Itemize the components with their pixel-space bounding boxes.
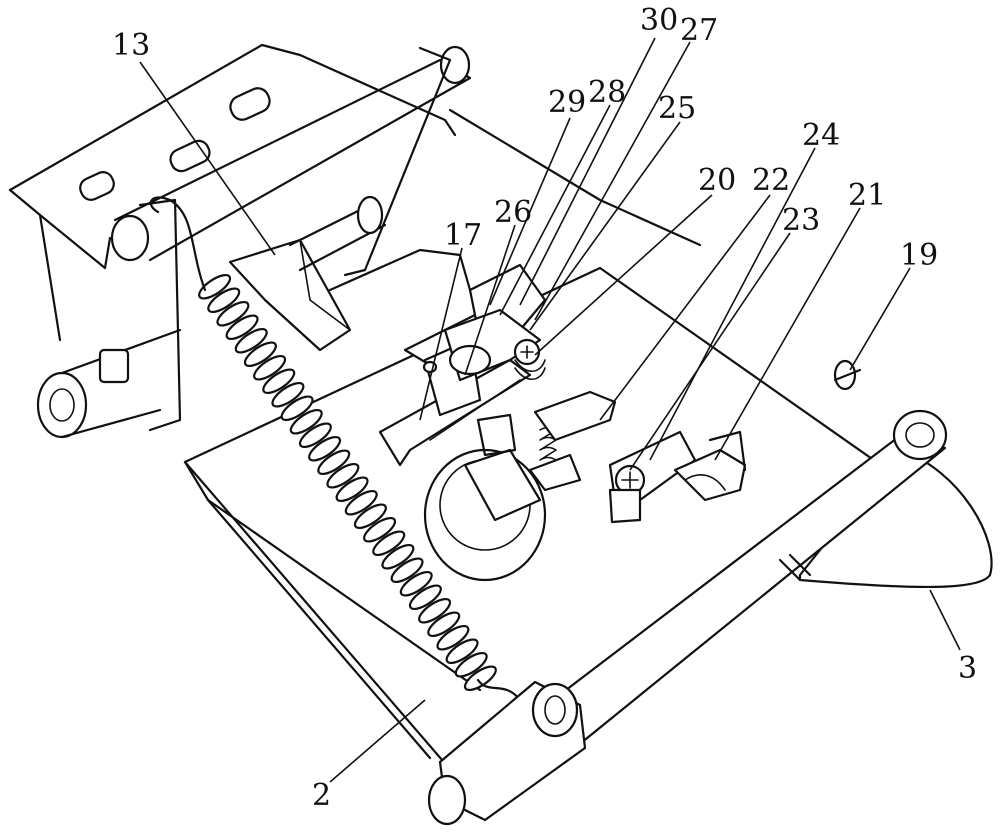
spring-coil [280, 395, 314, 422]
label-24: 24 [802, 118, 840, 153]
label-25: 25 [658, 91, 696, 126]
spring-coil [234, 327, 268, 354]
spring-coil [463, 665, 497, 692]
spring-coil [225, 314, 259, 341]
spring-hook-bottom [476, 678, 522, 702]
cam-roller [423, 413, 547, 582]
label-26: 26 [494, 195, 532, 230]
label-22: 22 [752, 163, 790, 198]
spring-coil [253, 354, 287, 381]
label-30: 30 [640, 3, 678, 38]
spring-coil [207, 287, 241, 314]
right-cam-plate [798, 359, 993, 589]
spring-coil [390, 557, 424, 584]
reference-numerals: 13 30 27 29 28 25 24 20 22 26 17 23 21 1… [112, 3, 977, 813]
spring-coil [308, 435, 342, 462]
spring-hook-top [149, 196, 207, 292]
right-shaft [518, 409, 948, 762]
label-2: 2 [312, 778, 331, 813]
spring-coil [436, 624, 470, 651]
internal-rods [288, 195, 472, 292]
spring-coil [418, 597, 452, 624]
tension-spring [198, 273, 497, 692]
label-13: 13 [112, 28, 150, 63]
spring-coil [399, 570, 433, 597]
label-29: 29 [548, 85, 586, 120]
spring-coil [445, 638, 479, 665]
left-shaft [36, 328, 182, 439]
spring-coil [262, 368, 296, 395]
top-shaft [110, 45, 472, 432]
label-17: 17 [444, 218, 482, 253]
central-mechanism [378, 263, 547, 467]
bracket-21 [673, 430, 747, 502]
arm-22 [533, 390, 697, 524]
spring-coil [198, 273, 232, 300]
bottom-shaft-end [427, 680, 587, 826]
label-28: 28 [588, 75, 626, 110]
spring-coil [344, 489, 378, 516]
spring-coil [372, 530, 406, 557]
spring-coil [454, 651, 488, 678]
spring-coil [243, 341, 277, 368]
spring-coil [363, 516, 397, 543]
label-19: 19 [900, 238, 938, 273]
label-20: 20 [698, 163, 736, 198]
spring-coil [298, 422, 332, 449]
spring-coil [408, 584, 442, 611]
spring-coil [335, 476, 369, 503]
spring-coil [353, 503, 387, 530]
label-3: 3 [958, 651, 977, 686]
label-21: 21 [848, 178, 886, 213]
lever-13 [228, 238, 352, 352]
spring-coil [317, 449, 351, 476]
spring-coil [326, 462, 360, 489]
spring-coil [381, 543, 415, 570]
spring-coil [427, 611, 461, 638]
leader-lines [139, 37, 961, 783]
label-27: 27 [680, 13, 718, 48]
spring-coil [289, 408, 323, 435]
label-23: 23 [782, 203, 820, 238]
spring-coil [216, 300, 250, 327]
spring-coil [271, 381, 305, 408]
small-spring [528, 426, 582, 492]
